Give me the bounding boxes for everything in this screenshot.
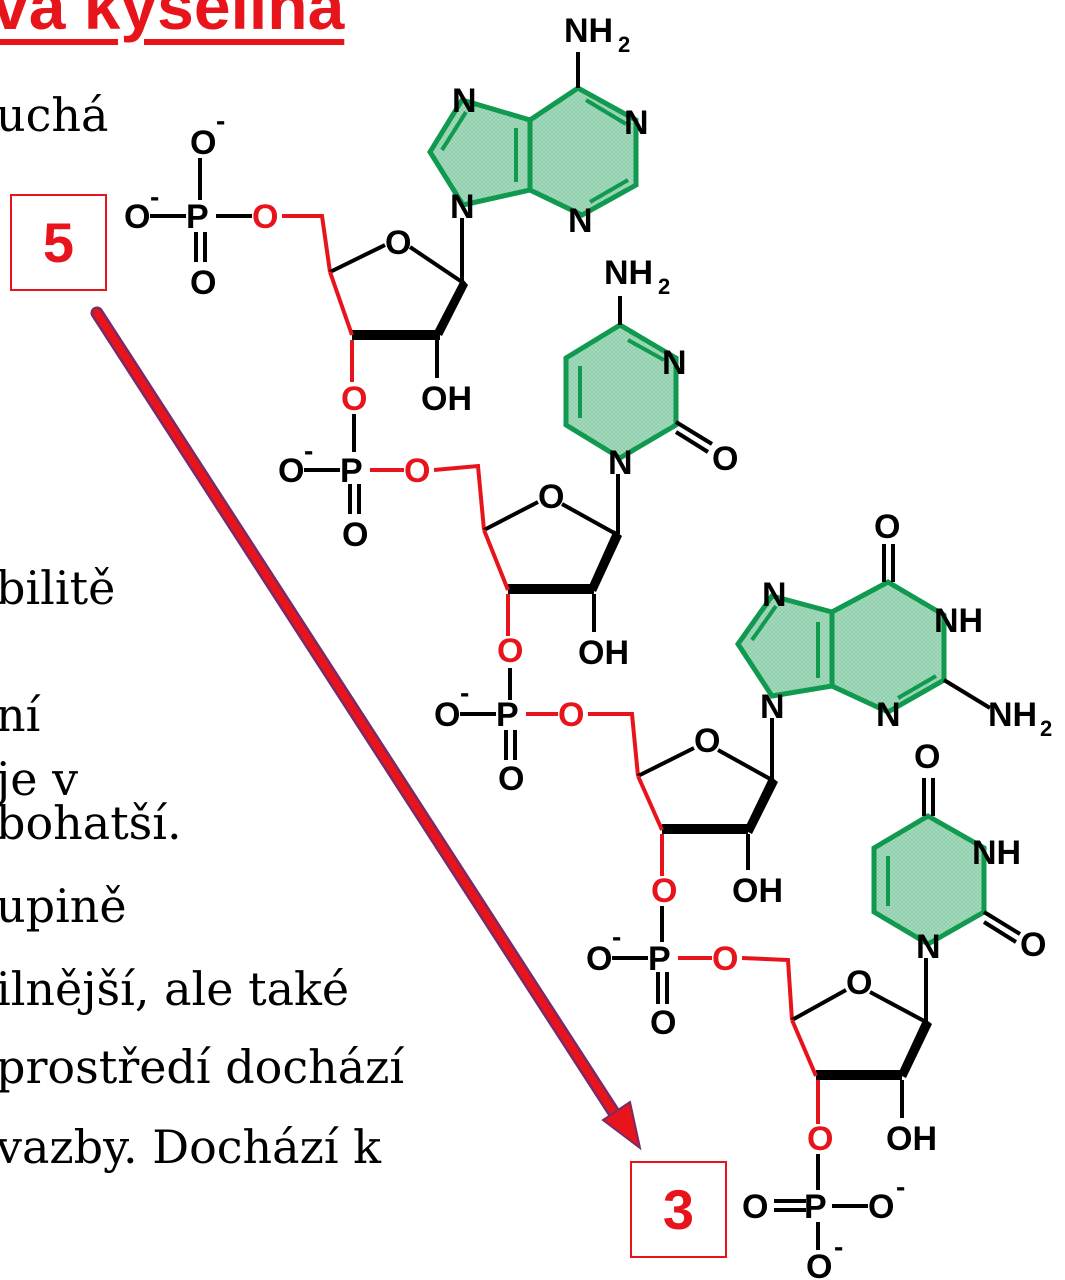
atom-P: P: [496, 696, 519, 734]
text-line-2: bilitě: [0, 561, 116, 615]
atom-P: P: [186, 198, 209, 236]
atom-O: O: [278, 452, 304, 490]
atom-N: N: [452, 82, 477, 120]
charge-minus: -: [216, 105, 225, 136]
atom-NH2: NH: [564, 12, 613, 50]
text-line-1: uchá: [0, 88, 109, 142]
text-line-4: je v: [0, 752, 79, 806]
charge-minus: -: [896, 1171, 905, 1202]
atom-O: O: [712, 940, 738, 978]
text-line-3: ní: [0, 688, 41, 742]
five-prime-label: 5: [10, 194, 107, 291]
atom-O: O: [846, 964, 872, 1002]
three-prime-label: 3: [630, 1161, 727, 1258]
atom-O: O: [874, 508, 900, 546]
atom-OH: OH: [421, 380, 472, 418]
subscript-2: 2: [658, 274, 670, 299]
atom-O: O: [651, 872, 677, 910]
atom-O: O: [694, 722, 720, 760]
text-line-8: prostředí dochází: [0, 1040, 405, 1094]
atom-O: O: [650, 1004, 676, 1042]
atom-N: N: [568, 202, 593, 240]
atom-O: O: [385, 224, 411, 262]
atom-N: N: [662, 344, 687, 382]
text-line-5: bohatší.: [0, 796, 182, 850]
atom-P: P: [648, 940, 671, 978]
atom-O: O: [558, 696, 584, 734]
atom-N: N: [916, 928, 941, 966]
atom-O: O: [1020, 926, 1046, 964]
charge-minus: -: [150, 181, 159, 212]
atom-N: N: [624, 104, 649, 142]
atom-O: O: [538, 478, 564, 516]
atom-O: O: [341, 380, 367, 418]
atom-O: O: [404, 452, 430, 490]
atom-O: O: [190, 264, 216, 302]
atom-O: O: [914, 738, 940, 776]
nucleotide-4: [612, 778, 1022, 1124]
atom-N: N: [762, 576, 787, 614]
atom-NH: NH: [972, 834, 1021, 872]
atom-P: P: [804, 1188, 827, 1226]
atom-OH: OH: [732, 872, 783, 910]
atom-O: O: [190, 124, 216, 162]
charge-minus: -: [304, 435, 313, 466]
slide-title: va kyselina: [0, 0, 345, 43]
atom-OH: OH: [578, 634, 629, 672]
charge-minus: -: [612, 921, 621, 952]
atom-N: N: [608, 444, 633, 482]
atom-O: O: [124, 198, 150, 236]
atom-O: O: [868, 1188, 894, 1226]
nucleotide-1: [150, 52, 639, 382]
atom-P: P: [340, 452, 363, 490]
subscript-2: 2: [618, 32, 630, 57]
terminal-phosphate: [774, 1154, 868, 1250]
atom-O: O: [807, 1120, 833, 1158]
text-line-9: vazby. Dochází k: [0, 1120, 382, 1174]
atom-N: N: [450, 188, 475, 226]
atom-O: O: [434, 696, 460, 734]
atom-O: O: [342, 516, 368, 554]
subscript-2: 2: [1040, 716, 1052, 741]
atom-N: N: [760, 688, 785, 726]
atom-OH: OH: [886, 1120, 937, 1158]
nucleotide-2: [304, 296, 714, 636]
atom-O: O: [586, 940, 612, 978]
atom-O: O: [498, 760, 524, 798]
atom-NH2: NH: [988, 696, 1037, 734]
atom-O: O: [712, 440, 738, 478]
atom-O: O: [252, 198, 278, 236]
atom-O: O: [742, 1188, 768, 1226]
text-line-7: ilnější, ale také: [0, 962, 350, 1016]
text-line-6: upině: [0, 879, 127, 933]
atom-NH: NH: [934, 602, 983, 640]
charge-minus: -: [834, 1231, 843, 1262]
direction-arrow: [90, 306, 642, 1151]
nucleotide-3: [460, 544, 992, 876]
charge-minus: -: [460, 677, 469, 708]
atom-O: O: [806, 1248, 832, 1280]
atom-O: O: [497, 632, 523, 670]
atom-NH2: NH: [604, 254, 653, 292]
atom-N: N: [876, 696, 901, 734]
